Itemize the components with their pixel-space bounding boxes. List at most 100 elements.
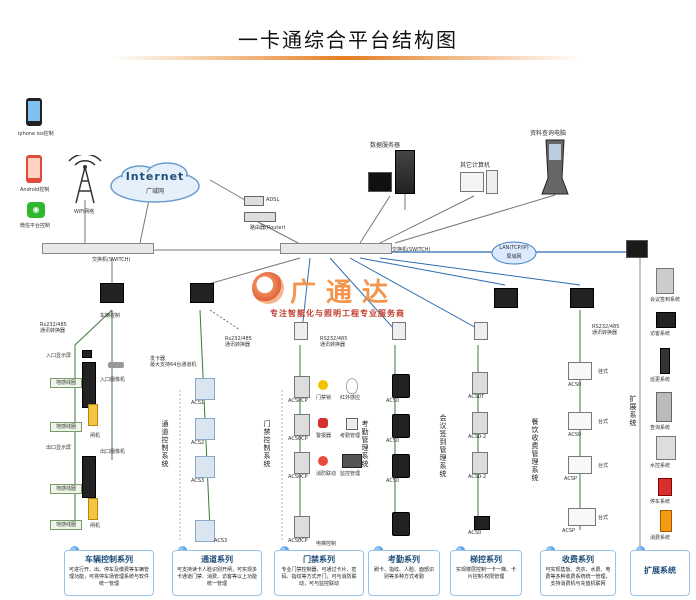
query-pc-label: 资料查询电脑 (530, 130, 567, 137)
door-exit-btn-icon (346, 418, 358, 430)
channel-converter-label: Rs232/485 通讯转换器 (225, 336, 252, 348)
card-attendance: 考勤系列 刷卡、指纹、人脸、面部识别等多种方式考勤 (368, 550, 440, 596)
card-parking-text: 可进行开、出、停车及缴费等车辆管理功能，可将停车场管理系统与软件统一管理 (68, 567, 149, 587)
dining-terminal-3-label: ACSP (564, 476, 578, 482)
other-pc-label: 其它计算机 (460, 162, 491, 169)
attendance-converter-icon (392, 322, 406, 340)
dining-terminal-3-icon (568, 456, 592, 474)
card-parking: 车辆控制系列 可进行开、出、停车及缴费等车辆管理功能，可将停车场管理系统与软件统… (64, 550, 154, 596)
door-fire-icon (318, 456, 328, 466)
entry-machine-icon (82, 362, 96, 408)
door-controller-2-label: ACS0CP (288, 436, 308, 442)
expansion-item-4: 查询系统 (650, 425, 671, 431)
meeting-reader-label: ACS0 (468, 530, 482, 536)
loop-2-label: 地感线圈 (55, 424, 76, 430)
dining-terminal-4-icon (568, 508, 596, 526)
card-billing-title: 收费系列 (562, 555, 594, 564)
expansion-device-7-icon (660, 510, 672, 532)
card-door: 门禁系列 专业门禁控制器，可通过卡片、密码、指纹等方式开门，可与消防联动，可与监… (274, 550, 364, 596)
meeting-reader-icon (474, 516, 490, 530)
attendance-terminal-4-icon (392, 512, 410, 536)
expansion-device-6-icon (658, 478, 672, 496)
parking-pc-icon (100, 283, 124, 303)
expansion-item-6: 停车系统 (650, 499, 671, 505)
card-channel-title: 通道系列 (201, 555, 233, 564)
loop-4-label: 地感线圈 (55, 522, 76, 528)
card-parking-title: 车辆控制系列 (85, 555, 133, 564)
dining-terminal-2-icon (568, 412, 592, 430)
wifi-tower-icon (68, 155, 102, 204)
card-elevator: 梯控系列 实现楼层控制一卡一梯、卡片控制·权限管理 (450, 550, 522, 596)
door-fire-label: 消防联动 (316, 471, 337, 477)
loop-4: 地感线圈 (50, 520, 82, 530)
door-sensor-label: 红外感应 (340, 395, 361, 401)
lan-title: LAN(TCP/IP) (499, 245, 529, 251)
entry-camera-label: 入口摄像机 (100, 377, 126, 383)
loop-2: 地感线圈 (50, 422, 82, 432)
dining-terminal-1-icon (568, 362, 592, 380)
lan-subtitle: 局域网 (506, 254, 522, 260)
barrier-1-icon (88, 404, 98, 426)
loop-3-label: 地感线圈 (55, 486, 76, 492)
door-exit-btn-label: 考勤管理 (340, 433, 361, 439)
card-elevator-text: 实现楼层控制一卡一梯、卡片控制·权限管理 (455, 567, 516, 580)
internet-title: Internet (125, 170, 185, 183)
parking-converter-label: Rs232/485 通讯转换器 (40, 322, 67, 334)
title-underline (112, 56, 582, 60)
door-controller-4-icon (294, 516, 310, 538)
dining-system-label: 餐饮收费管理系统 (531, 418, 539, 482)
lan-cloud-icon (491, 241, 537, 265)
adsl-label: ADSL (266, 197, 280, 203)
android-icon (26, 155, 42, 183)
middle-switch-label: 交换机(SWITCH) (392, 247, 431, 253)
meeting-converter-icon (474, 322, 488, 340)
wifi-label: WiFi网络 (74, 209, 95, 215)
gate-2-label: ACS2 (191, 440, 205, 446)
dining-terminal-4-label: ACSP (562, 528, 576, 534)
attendance-system-label: 考勤管理系统 (361, 420, 369, 468)
meeting-controller-3-label: ACS0-2 (468, 474, 487, 480)
server-tower-icon (395, 150, 415, 194)
door-alarm-icon (318, 418, 328, 428)
meeting-controller-1-icon (472, 372, 488, 394)
entry-camera-icon (108, 362, 124, 368)
expansion-device-5-icon (656, 436, 676, 460)
gate-4-icon (195, 520, 215, 542)
wechat-label: 微信平台控制 (20, 223, 51, 229)
iphone-label: iphone ios控制 (18, 131, 54, 137)
expansion-device-1-icon (656, 268, 674, 294)
watermark-logo-icon (252, 272, 284, 304)
expansion-item-3: 巡更系统 (650, 377, 671, 383)
meeting-controller-2-label: ACS0-2 (468, 434, 487, 440)
door-alarm-label: 警报器 (316, 433, 332, 439)
attendance-terminal-1-icon (392, 374, 410, 398)
meeting-controller-1-label: ACS0T (468, 394, 485, 400)
door-controller-1-label: ACS0CP (288, 398, 308, 404)
left-switch-label: 交换机(SWITCH) (92, 257, 131, 263)
card-door-text: 专业门禁控制器，可通过卡片、密码、指纹等方式开门，可与消防联动，可与监控联动 (281, 567, 357, 587)
door-converter-label: RS232/485 通讯转换器 (320, 336, 348, 348)
internet-cloud-icon (110, 162, 200, 203)
internet-subtitle: 广域网 (145, 188, 164, 195)
entry-display-label: 入口显示屏 (46, 353, 72, 359)
dining-converter-label: RS232/485 通讯转换器 (592, 324, 620, 336)
door-bulb-icon (346, 378, 358, 394)
door-controller-4-label: ACS0CP (288, 538, 308, 544)
loop-1-label: 地感线圈 (55, 380, 76, 386)
card-billing-text: 可实现售饭、洗衣、水费、电费等多种收费系统统一管理，支持消费机与充值机联网 (545, 567, 611, 587)
gate-2-icon (195, 418, 215, 440)
iphone-icon (26, 98, 42, 126)
barrier-2-icon (88, 498, 98, 520)
door-controller-2-icon (294, 414, 310, 436)
attendance-terminal-1-label: ACS0 (386, 398, 400, 404)
gate-1-label: ACS1 (191, 400, 205, 406)
pc-monitor-icon (460, 172, 484, 192)
door-controller-1-icon (294, 376, 310, 398)
router-icon (244, 212, 276, 222)
meeting-system-label: 会议签到管理系统 (439, 414, 447, 478)
loop-1: 地感线圈 (50, 378, 82, 388)
elevator-label: 电梯控制 (316, 541, 337, 547)
door-converter-icon (294, 322, 308, 340)
dining-terminal-2-label: ACS0 (568, 432, 582, 438)
door-monitor-label: 监控管理 (340, 471, 361, 477)
